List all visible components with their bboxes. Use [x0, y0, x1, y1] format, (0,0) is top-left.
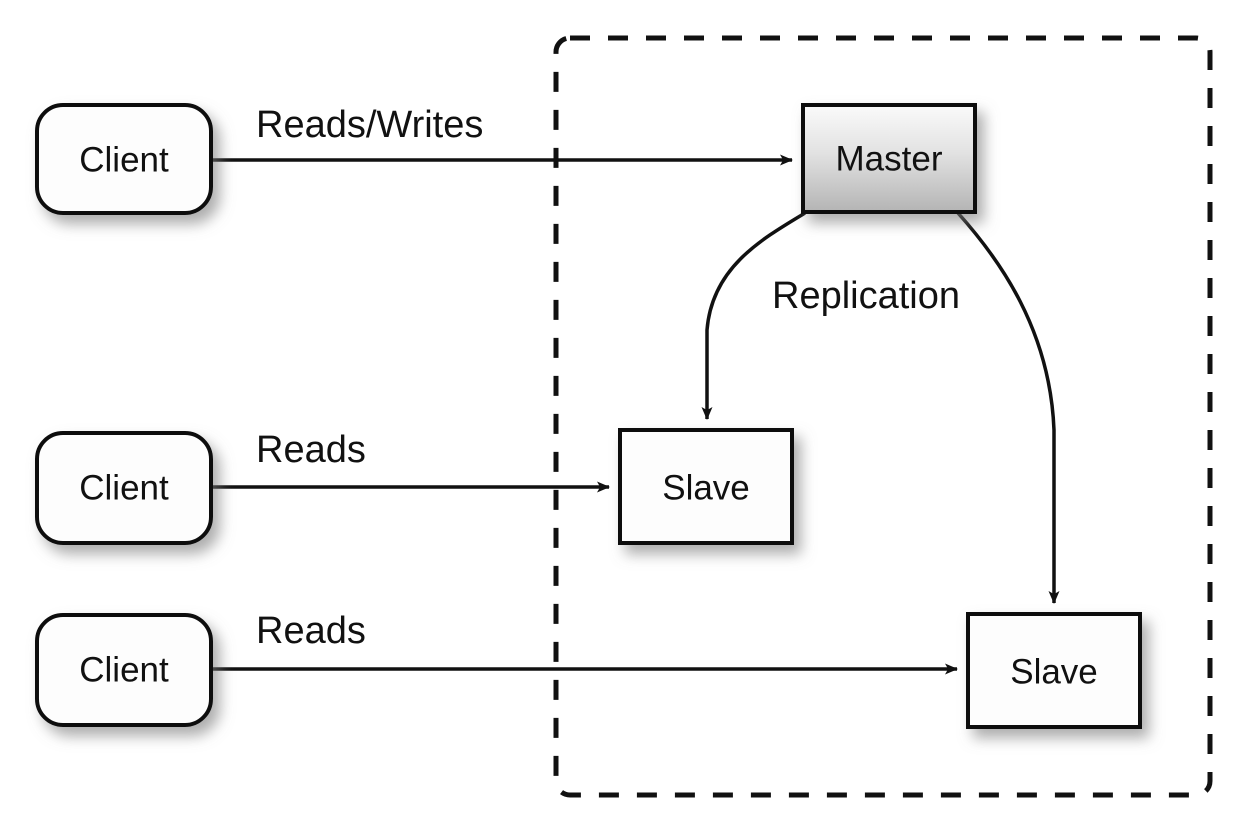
slave-2-label: Slave [1010, 653, 1098, 692]
edge-client1-master: Reads/Writes [211, 104, 793, 166]
node-slave-1[interactable]: Slave [618, 428, 794, 545]
edge-curve-replication-right [956, 211, 1060, 604]
client-2-box[interactable] [35, 431, 213, 545]
client-2-label: Client [79, 469, 169, 508]
client-3-label: Client [79, 651, 169, 690]
client-1-box[interactable] [35, 103, 213, 215]
node-client-3[interactable]: Client [35, 613, 213, 727]
master-label: Master [836, 140, 943, 179]
edge-label-reads-slave2: Reads [256, 610, 366, 652]
edge-label-reads-slave1: Reads [256, 429, 366, 471]
edge-client2-slave1: Reads [211, 429, 610, 493]
master-box[interactable] [801, 103, 977, 214]
edge-curve-replication-left [701, 211, 806, 420]
client-3-box[interactable] [35, 613, 213, 727]
client-1-label: Client [79, 141, 169, 180]
node-slave-2[interactable]: Slave [966, 612, 1142, 729]
database-cluster-boundary [553, 35, 1213, 798]
slave-2-box[interactable] [966, 612, 1142, 729]
node-client-1[interactable]: Client [35, 103, 213, 215]
slave-1-label: Slave [662, 469, 750, 508]
edge-label-reads-writes: Reads/Writes [256, 104, 483, 146]
node-client-2[interactable]: Client [35, 431, 213, 545]
edge-master-slave2-replication [956, 211, 1060, 604]
node-master[interactable]: Master [801, 103, 977, 214]
slave-1-box[interactable] [618, 428, 794, 545]
edge-master-slave1-replication: Replication [701, 211, 960, 420]
edge-client3-slave2: Reads [211, 610, 958, 675]
edge-label-replication: Replication [772, 275, 960, 317]
